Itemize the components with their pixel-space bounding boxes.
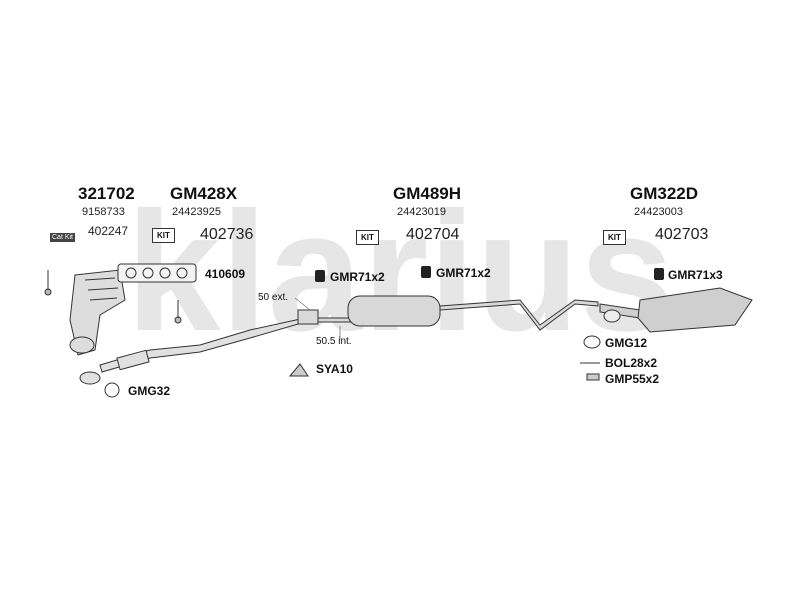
rubber-mount-icons [315, 266, 664, 282]
pipe-gmp55x2-label: GMP55x2 [605, 372, 660, 386]
clamp-sya10-label: SYA10 [316, 362, 353, 376]
oem-number-24423003: 24423003 [634, 206, 683, 218]
watermark-text: klarius [126, 177, 674, 367]
kit-badge: KIT [152, 228, 175, 243]
clamp-sya10-drawing [288, 363, 309, 377]
gasket-410609-label: 410609 [205, 267, 246, 281]
mount-gmr71x2-label: GMR71x2 [330, 270, 385, 284]
int-505-label: 50.5 int. [316, 336, 352, 347]
gasket-gmg12-label: GMG12 [605, 336, 648, 350]
catalytic-converter-drawing [69, 269, 126, 356]
cat-kit-badge: Cat Kit [50, 226, 76, 244]
klarius-watermark: klarius [126, 177, 674, 367]
oem-number-9158733: 9158733 [82, 206, 125, 218]
kit-number-402736: 402736 [200, 226, 254, 243]
annotation-lines [294, 297, 341, 340]
part-number-gm322d: GM322D [630, 184, 699, 203]
ext-50-label: 50 ext. [258, 292, 289, 303]
rear-small-parts [580, 335, 601, 381]
bolt-bol28x2-label: BOL28x2 [605, 356, 658, 370]
mount-gmr71x2-label-2: GMR71x2 [436, 266, 491, 280]
center-silencer-drawing [297, 295, 599, 331]
cat-kit-label: Cat Kit [50, 233, 76, 242]
gasket-gmg32-drawing [104, 382, 120, 398]
oem-number-24423019: 24423019 [397, 206, 446, 218]
part-number-gm489h: GM489H [393, 184, 462, 203]
manifold-gasket-drawing [117, 263, 197, 283]
part-number-321702: 321702 [78, 184, 135, 203]
kit-number-402247: 402247 [88, 224, 129, 238]
oem-number-24423925: 24423925 [172, 206, 221, 218]
oxygen-sensor-drawing [44, 270, 182, 324]
front-pipe-drawing [79, 317, 306, 385]
mount-gmr71x3-label: GMR71x3 [668, 268, 723, 282]
gasket-gmg32-label: GMG32 [128, 384, 171, 398]
kit-number-402704: 402704 [406, 226, 460, 243]
kit-number-402703: 402703 [655, 226, 709, 243]
kit-badge: KIT [603, 230, 626, 245]
part-number-gm428x: GM428X [170, 184, 238, 203]
kit-badge: KIT [356, 230, 379, 245]
rear-silencer-drawing [599, 287, 753, 333]
